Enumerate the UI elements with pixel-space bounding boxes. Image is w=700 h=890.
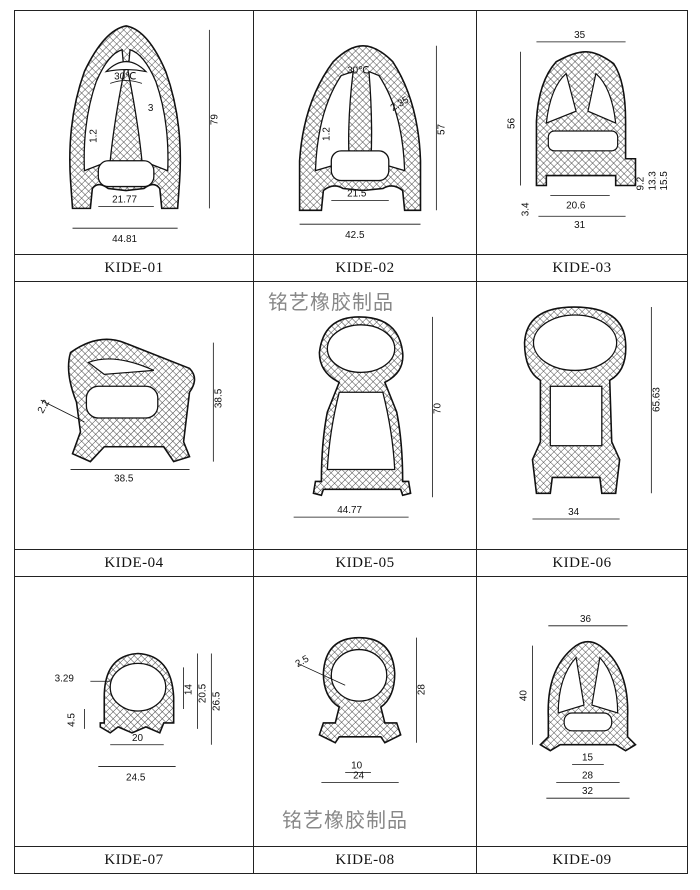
dim-label-mid-height: 20.5 xyxy=(197,683,208,703)
seal-hollow-right xyxy=(368,70,406,172)
dim-label-width: 32 xyxy=(582,786,593,797)
seal-hollow-base xyxy=(547,130,619,152)
seal-profile-body xyxy=(539,640,637,752)
dim-label-height: 70 xyxy=(432,403,443,415)
dim-label-inner-width: 21.77 xyxy=(112,194,137,205)
dim-label-inner-width: 15 xyxy=(582,753,594,764)
seal-hollow-right xyxy=(587,72,617,125)
dim-label-height: 79 xyxy=(209,114,220,126)
profile-cell-kide-09: 36 40 15 28 32 KIDE-09 xyxy=(476,576,688,874)
dim-label-width: 34 xyxy=(568,507,580,518)
profile-cell-kide-03: 35 56 20.6 31 3.4 9.2 13.3 15.5 KIDE-03 xyxy=(476,10,688,282)
profile-drawing-kide-06: 65.63 34 xyxy=(523,306,662,520)
profile-drawing-kide-07: 3.29 4.5 14 20.5 26.5 20 24.5 xyxy=(55,652,222,783)
dim-label-wall-thickness: 1.2 xyxy=(321,127,332,141)
seal-hollow-left xyxy=(557,656,585,714)
dim-label-mid-width: 28 xyxy=(582,770,594,781)
profile-caption: KIDE-05 xyxy=(254,549,476,576)
dim-label-height: 26.5 xyxy=(211,691,222,711)
dim-label-foot-height-2: 13.3 xyxy=(647,171,658,191)
dim-label-height: 28 xyxy=(416,684,427,696)
watermark-text: 铭艺橡胶制品 xyxy=(268,290,394,314)
seal-hollow-left xyxy=(545,72,577,125)
dim-label-width: 24 xyxy=(353,770,365,781)
profile-drawing-kide-09: 36 40 15 28 32 xyxy=(519,614,637,799)
profile-drawing-kide-01: 79 44.81 21.77 30℃ 1.2 3 xyxy=(69,25,220,245)
dim-label-width: 44.77 xyxy=(337,505,362,516)
dim-label-bulb-height: 14 xyxy=(184,684,195,696)
profile-drawing-kide-04: 38.5 38.5 2.2 xyxy=(36,338,224,484)
seal-profile-body xyxy=(298,45,422,212)
dim-label-base-width: 31 xyxy=(574,220,586,231)
dim-label-angle: 30℃ xyxy=(114,71,136,82)
seal-hollow-main xyxy=(85,385,159,419)
dim-arc-angle xyxy=(110,80,143,84)
profile-caption: KIDE-03 xyxy=(477,254,687,281)
seal-hollow-left xyxy=(83,48,125,172)
dim-label-inner-width: 20 xyxy=(132,733,144,744)
dim-label-foot-height: 4.5 xyxy=(67,713,78,727)
dim-label-top-width: 36 xyxy=(580,614,592,625)
dim-label-wall-thickness: 1.2 xyxy=(88,129,99,143)
seal-hollow-lip xyxy=(87,358,155,375)
profile-drawing-kide-05: 70 44.77 xyxy=(293,316,443,518)
seal-hollow-left xyxy=(314,70,354,172)
profile-cell-kide-01: 79 44.81 21.77 30℃ 1.2 3 KIDE-01 xyxy=(14,10,254,282)
dim-label-width: 44.81 xyxy=(112,234,137,245)
profile-cell-kide-04: 38.5 38.5 2.2 KIDE-04 xyxy=(14,281,254,577)
dim-label-angle: 30℃ xyxy=(347,66,369,77)
profile-caption: KIDE-04 xyxy=(15,549,253,576)
seal-hollow-right xyxy=(127,48,169,172)
seal-hollow-bulb xyxy=(532,314,618,372)
dim-label-width: 42.5 xyxy=(345,230,365,241)
dim-label-height: 57 xyxy=(436,123,447,135)
profile-cell-kide-07: 3.29 4.5 14 20.5 26.5 20 24.5 KIDE-07 xyxy=(14,576,254,874)
profile-caption: KIDE-01 xyxy=(15,254,253,281)
dim-label-inner-width: 20.6 xyxy=(566,200,586,211)
dim-label-wall-thickness: 2.5 xyxy=(294,653,312,670)
profile-cell-kide-06: 65.63 34 KIDE-06 xyxy=(476,281,688,577)
dim-label-top-width: 35 xyxy=(574,30,586,41)
dim-label-wall-thickness: 2.2 xyxy=(36,398,53,416)
profile-drawing-kide-08: 2.5 28 10 24 xyxy=(294,636,427,783)
profile-cell-kide-05: 70 44.77 KIDE-05 xyxy=(253,281,477,577)
profile-cell-kide-02: 57 42.5 21.5 30℃ 2.35 1.2 KIDE-02 xyxy=(253,10,477,282)
profile-caption: KIDE-09 xyxy=(477,846,687,873)
dim-line-wall xyxy=(40,399,85,423)
dim-label-foot-thickness: 3.4 xyxy=(521,202,532,216)
dim-label-height: 40 xyxy=(519,690,530,702)
dim-label-width: 24.5 xyxy=(126,772,146,783)
dim-label-wall-thickness: 3.29 xyxy=(55,673,75,684)
profile-caption: KIDE-02 xyxy=(254,254,476,281)
profile-caption: KIDE-08 xyxy=(254,846,476,873)
seal-hollow-base xyxy=(97,160,155,188)
profile-drawing-kide-03: 35 56 20.6 31 3.4 9.2 13.3 15.5 xyxy=(507,30,671,231)
profile-caption: KIDE-07 xyxy=(15,846,253,873)
seal-hollow-body xyxy=(549,385,603,447)
dim-label-width: 38.5 xyxy=(114,473,134,484)
dim-label-foot-height-1: 9.2 xyxy=(635,177,646,191)
seal-hollow-top xyxy=(104,61,148,73)
dim-label-height: 65.63 xyxy=(651,387,662,412)
profile-cell-kide-08: 2.5 28 10 24 KIDE-08 xyxy=(253,576,477,874)
dim-label-height: 56 xyxy=(507,118,518,130)
seal-hollow-right xyxy=(591,656,619,714)
profile-drawing-kide-02: 57 42.5 21.5 30℃ 2.35 1.2 xyxy=(298,45,447,241)
dim-label-lip-thickness: 3 xyxy=(148,103,154,114)
seal-hollow-base xyxy=(563,712,613,732)
seal-hollow-bulb xyxy=(330,648,388,702)
dim-label-inner-width: 21.5 xyxy=(347,188,367,199)
profile-caption: KIDE-06 xyxy=(477,549,687,576)
seal-hollow-bulb xyxy=(326,324,396,374)
seal-hollow-body xyxy=(326,391,396,471)
dim-label-height: 38.5 xyxy=(213,388,224,408)
seal-hollow-base xyxy=(330,150,390,182)
dim-label-foot-height-3: 15.5 xyxy=(659,171,670,191)
watermark-text: 铭艺橡胶制品 xyxy=(282,808,408,832)
dim-label-neck-width: 10 xyxy=(351,761,363,772)
dim-line-wall xyxy=(297,663,346,686)
seal-hollow-bulb xyxy=(109,662,167,712)
